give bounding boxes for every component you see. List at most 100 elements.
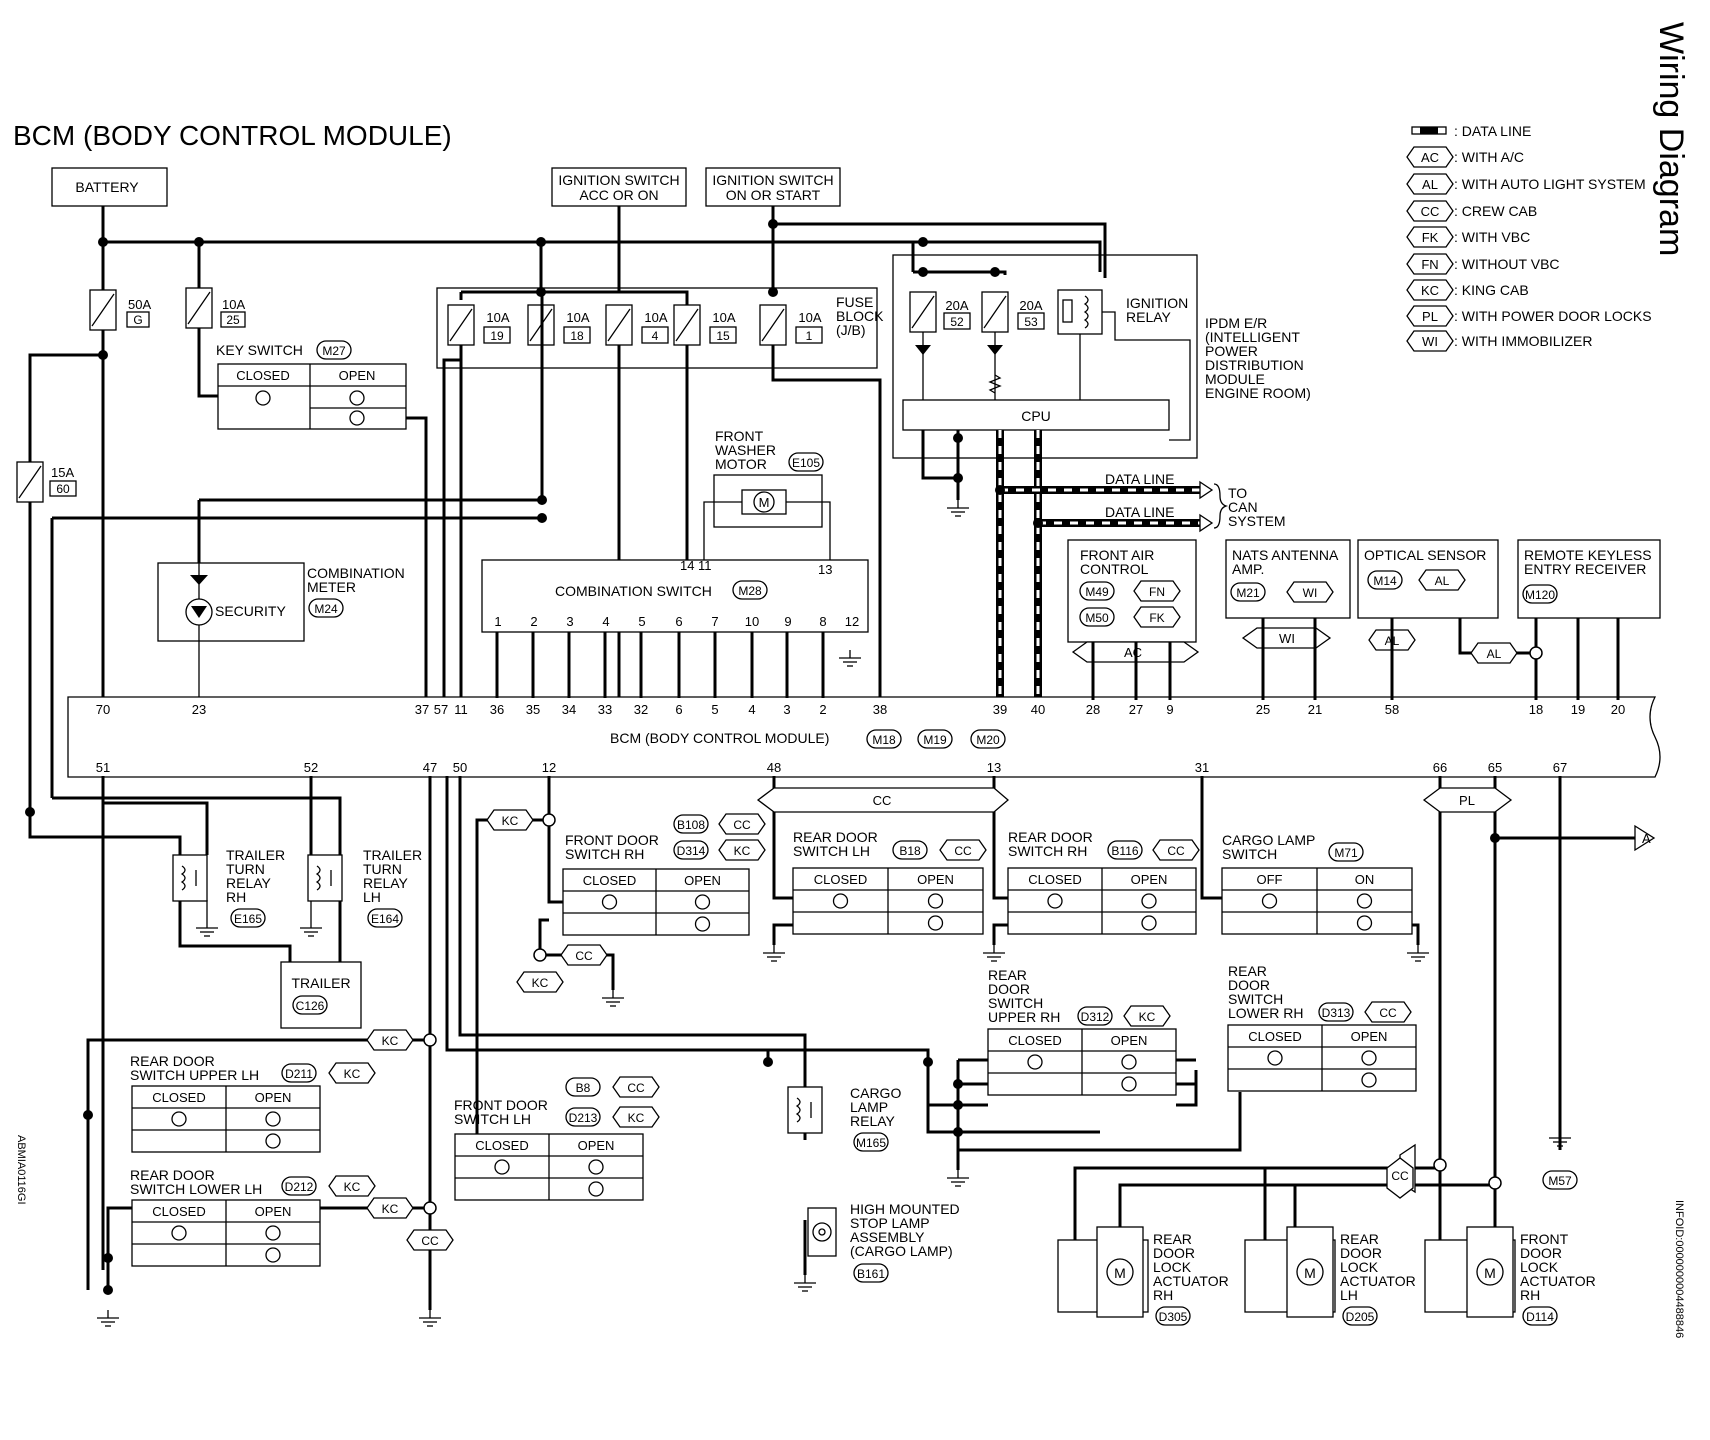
- svg-text:20A: 20A: [1019, 298, 1042, 313]
- legend-symbol: AC: [1421, 150, 1439, 165]
- bcm-pin: 50: [453, 760, 467, 775]
- combination-switch-pin: 2: [530, 614, 537, 629]
- svg-text:M24: M24: [314, 602, 338, 616]
- bcm-pin: 25: [1256, 702, 1270, 717]
- bcm-pin: 5: [711, 702, 718, 717]
- svg-text:KC: KC: [502, 814, 519, 828]
- bcm-pin: 38: [873, 702, 887, 717]
- svg-text:CC: CC: [1391, 1169, 1409, 1183]
- svg-text:CLOSED: CLOSED: [1008, 1033, 1061, 1048]
- svg-text:WI: WI: [1279, 631, 1295, 646]
- trailer: TRAILER C126: [280, 961, 362, 1029]
- svg-text:KC: KC: [382, 1202, 399, 1216]
- svg-text:OPEN: OPEN: [1111, 1033, 1148, 1048]
- svg-text:50A: 50A: [128, 297, 151, 312]
- svg-text:M19: M19: [923, 733, 947, 747]
- svg-text:4: 4: [652, 329, 659, 343]
- legend-symbol: AL: [1422, 177, 1438, 192]
- svg-text:CC: CC: [421, 1234, 439, 1248]
- svg-text:CARGO: CARGO: [850, 1085, 901, 1101]
- ignition-switch-acc: IGNITION SWITCH ACC OR ON: [551, 167, 687, 207]
- svg-text:RH: RH: [1520, 1287, 1540, 1303]
- svg-text:B8: B8: [576, 1081, 591, 1095]
- svg-text:CC: CC: [1379, 1006, 1397, 1020]
- trailer-turn-relay-lh: TRAILER TURN RELAY LH E164: [307, 847, 422, 928]
- bcm-pin: 34: [562, 702, 576, 717]
- front-washer-motor: FRONT WASHER MOTOR E105 M: [703, 428, 831, 560]
- svg-text:DOOR: DOOR: [1153, 1245, 1195, 1261]
- svg-text:M57: M57: [1548, 1174, 1572, 1188]
- bcm-pin: 40: [1031, 702, 1045, 717]
- svg-text:OFF: OFF: [1257, 872, 1283, 887]
- svg-text:CC: CC: [627, 1081, 645, 1095]
- svg-text:RELAY: RELAY: [226, 875, 272, 891]
- svg-text:SWITCH RH: SWITCH RH: [565, 846, 644, 862]
- svg-text:D312: D312: [1081, 1010, 1110, 1024]
- svg-text:WI: WI: [1303, 586, 1318, 600]
- svg-text:CLOSED: CLOSED: [236, 368, 289, 383]
- svg-text:1: 1: [806, 329, 813, 343]
- svg-text:SWITCH: SWITCH: [1222, 846, 1277, 862]
- bcm-pin: 52: [304, 760, 318, 775]
- svg-text:(J/B): (J/B): [836, 322, 866, 338]
- combination-switch-pin: 12: [845, 614, 859, 629]
- svg-text:ACTUATOR: ACTUATOR: [1340, 1273, 1416, 1289]
- svg-text:D205: D205: [1346, 1310, 1375, 1324]
- svg-text:WASHER: WASHER: [715, 442, 776, 458]
- svg-text:10A: 10A: [222, 297, 245, 312]
- legend-item: : WITH POWER DOOR LOCKS: [1454, 308, 1652, 324]
- svg-text:ACC OR ON: ACC OR ON: [579, 187, 658, 203]
- bcm-pin: 12: [542, 760, 556, 775]
- bcm-module: BCM (BODY CONTROL MODULE) M18 M19 M20 70…: [67, 632, 1661, 778]
- optical-sensor: OPTICAL SENSOR M14 AL AL: [1357, 539, 1499, 651]
- svg-text:M50: M50: [1085, 611, 1109, 625]
- svg-text:BATTERY: BATTERY: [75, 179, 139, 195]
- svg-text:E165: E165: [234, 912, 262, 926]
- svg-text:SWITCH LH: SWITCH LH: [793, 843, 870, 859]
- svg-text:52: 52: [950, 315, 964, 329]
- bcm-pin: 11: [454, 702, 468, 717]
- svg-text:OPEN: OPEN: [1351, 1029, 1388, 1044]
- svg-text:LH: LH: [1340, 1287, 1358, 1303]
- svg-text:DOOR: DOOR: [988, 981, 1030, 997]
- legend-item: : DATA LINE: [1454, 123, 1531, 139]
- svg-text:D212: D212: [285, 1180, 314, 1194]
- svg-text:CC: CC: [873, 793, 892, 808]
- svg-text:CLOSED: CLOSED: [475, 1138, 528, 1153]
- svg-text:RH: RH: [226, 889, 246, 905]
- svg-text:SWITCH: SWITCH: [1228, 991, 1283, 1007]
- svg-text:COMBINATION: COMBINATION: [307, 565, 405, 581]
- svg-text:OPEN: OPEN: [684, 873, 721, 888]
- svg-text:M27: M27: [322, 344, 346, 358]
- svg-text:M20: M20: [976, 733, 1000, 747]
- legend-item: : WITH A/C: [1454, 149, 1524, 165]
- svg-text:LH: LH: [363, 889, 381, 905]
- legend-symbol: KC: [1421, 283, 1439, 298]
- legend-symbol: WI: [1422, 334, 1438, 349]
- bcm-pin: 28: [1086, 702, 1100, 717]
- svg-text:B161: B161: [857, 1267, 885, 1281]
- svg-text:REAR: REAR: [988, 967, 1027, 983]
- svg-text:E105: E105: [792, 456, 820, 470]
- svg-text:CLOSED: CLOSED: [583, 873, 636, 888]
- ipdm-cpu: CPU: [1021, 408, 1051, 424]
- svg-text:CC: CC: [1167, 844, 1185, 858]
- svg-text:AL: AL: [1435, 574, 1450, 588]
- svg-text:M49: M49: [1085, 585, 1109, 599]
- svg-text:BCM (BODY CONTROL MODULE): BCM (BODY CONTROL MODULE): [610, 730, 829, 746]
- svg-text:FK: FK: [1149, 611, 1164, 625]
- bcm-pin: 37: [415, 702, 429, 717]
- legend-item: : WITH AUTO LIGHT SYSTEM: [1454, 176, 1646, 192]
- svg-text:ACTUATOR: ACTUATOR: [1520, 1273, 1596, 1289]
- svg-text:RELAY: RELAY: [363, 875, 409, 891]
- svg-text:CLOSED: CLOSED: [814, 872, 867, 887]
- svg-text:DATA LINE: DATA LINE: [1105, 471, 1175, 487]
- svg-text:E164: E164: [371, 912, 399, 926]
- svg-text:20A: 20A: [945, 298, 968, 313]
- legend-item: : CREW CAB: [1454, 203, 1537, 219]
- svg-text:D213: D213: [569, 1111, 598, 1125]
- svg-text:D114: D114: [1526, 1310, 1554, 1324]
- svg-text:SWITCH RH: SWITCH RH: [1008, 843, 1087, 859]
